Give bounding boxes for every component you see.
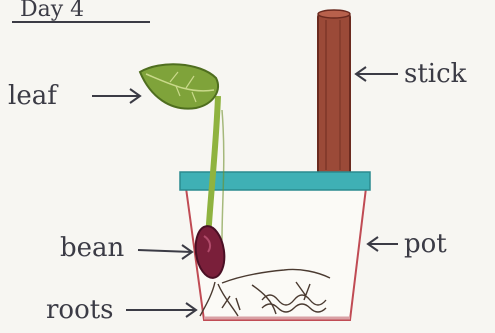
arrow-roots bbox=[126, 303, 196, 317]
label-leaf: leaf bbox=[8, 81, 59, 111]
label-pot: pot bbox=[404, 229, 447, 259]
arrow-bean bbox=[138, 245, 192, 259]
stick-drawing bbox=[318, 10, 350, 174]
page-title: Day 4 bbox=[20, 0, 84, 22]
leaf-drawing bbox=[140, 64, 218, 108]
arrow-stick bbox=[356, 67, 398, 81]
arrow-pot bbox=[368, 237, 398, 251]
label-roots: roots bbox=[46, 295, 114, 325]
label-bean: bean bbox=[60, 233, 125, 263]
arrow-leaf bbox=[92, 89, 140, 103]
pot-rim bbox=[180, 172, 370, 190]
label-stick: stick bbox=[404, 59, 467, 89]
